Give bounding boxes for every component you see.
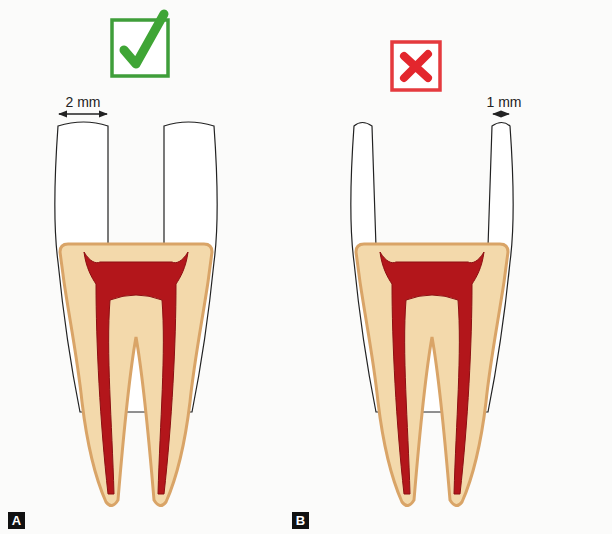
dimension-arrow — [59, 113, 107, 114]
panel-letter: B — [292, 512, 309, 529]
panel-letter-text: B — [295, 514, 306, 527]
tooth-a — [55, 122, 217, 506]
wrong-mark — [392, 42, 440, 90]
tooth-b — [351, 123, 513, 506]
correct-mark — [112, 14, 168, 76]
dimension-label: 1 mm — [487, 94, 522, 110]
panel-letter-text: A — [11, 514, 22, 527]
dimension-arrow — [493, 113, 509, 114]
dimension-label: 2 mm — [66, 94, 101, 110]
panel-letter: A — [8, 512, 25, 529]
